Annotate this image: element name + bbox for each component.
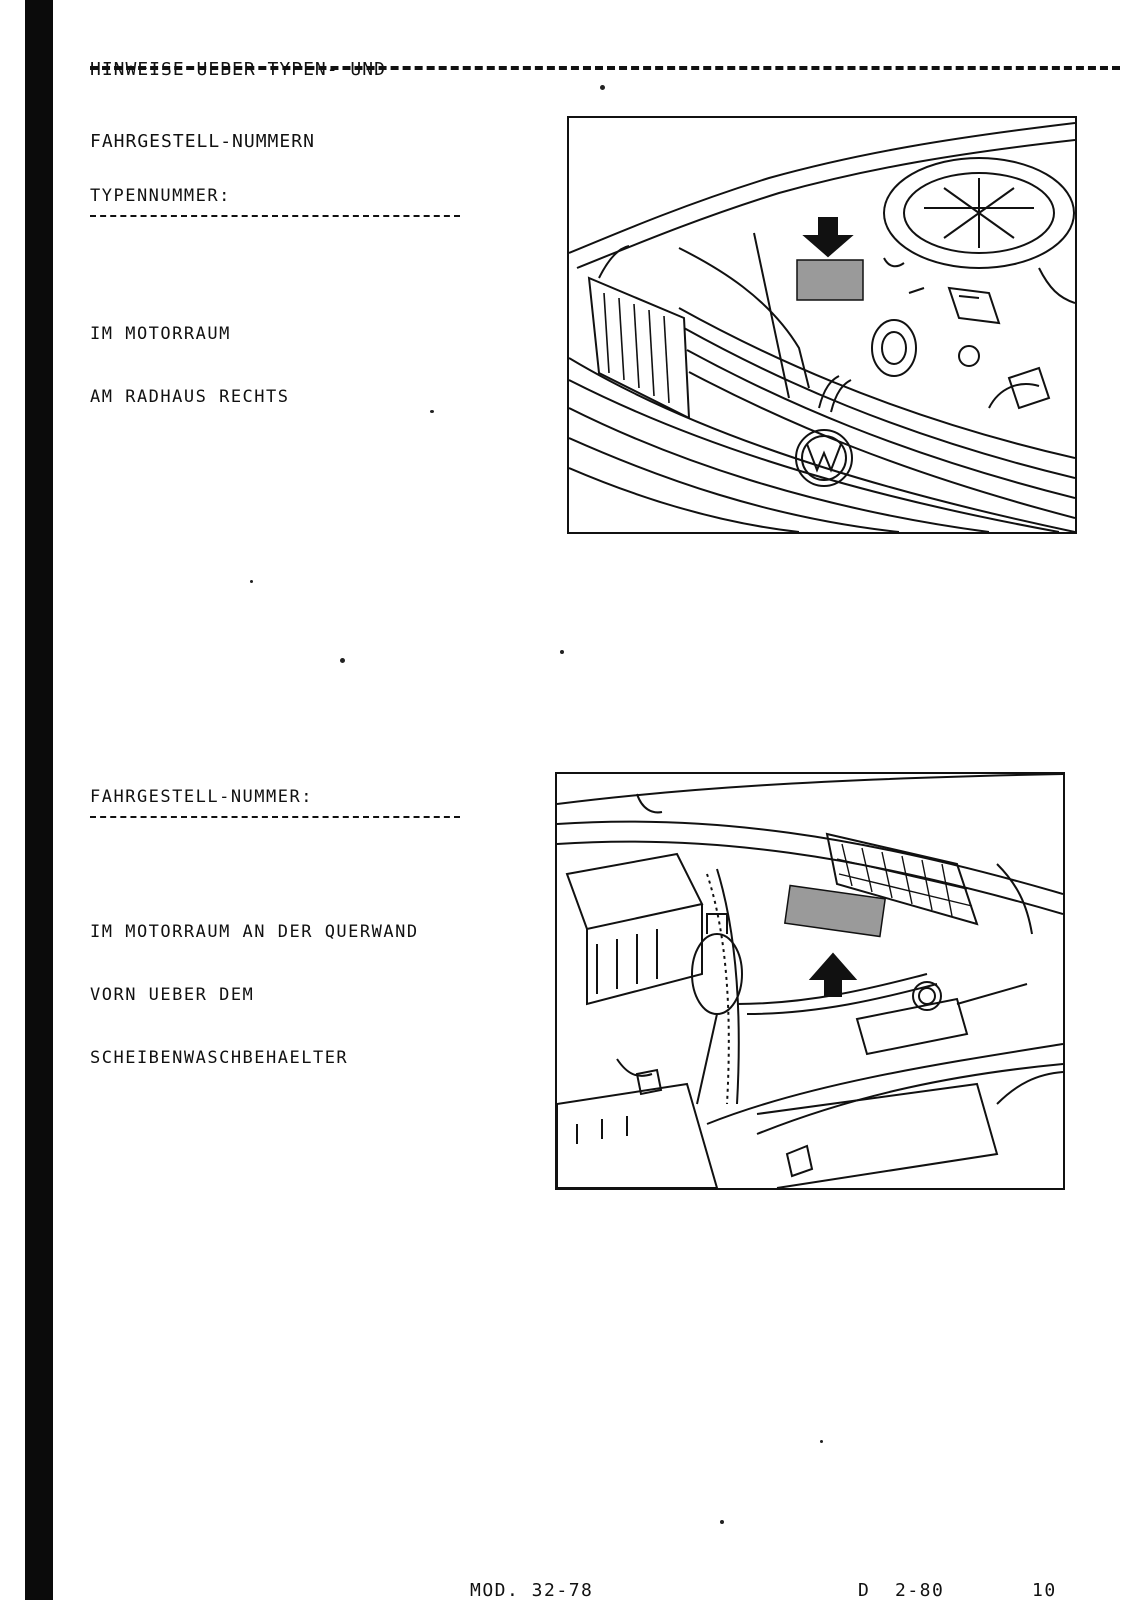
type-number-figure [567, 116, 1077, 534]
scan-speck [720, 1520, 724, 1524]
scan-speck [430, 410, 434, 413]
chassis-number-heading: FAHRGESTELL-NUMMER: [90, 787, 313, 807]
scan-speck [560, 650, 564, 654]
chassis-number-location-line-3: SCHEIBENWASCHBEHAELTER [90, 1048, 349, 1068]
page-header: HINWEISE UEBER TYPEN- UND FAHRGESTELL-NU… [90, 10, 386, 202]
footer-model: MOD. 32-78 [470, 1580, 594, 1600]
header-title-line-2: FAHRGESTELL-NUMMERN [90, 131, 315, 152]
type-number-location: IM MOTORRAUM AM RADHAUS RECHTS [90, 282, 290, 450]
engine-bay-bulkhead-illustration-icon [557, 774, 1063, 1188]
chassis-number-figure [555, 772, 1065, 1190]
type-number-location-line-1: IM MOTORRAUM [90, 324, 231, 344]
type-number-heading: TYPENNUMMER: [90, 186, 231, 206]
scan-speck [820, 1440, 823, 1443]
footer-page-number: 10 [1032, 1580, 1057, 1600]
scan-speck [600, 85, 605, 90]
engine-bay-front-illustration-icon [569, 122, 1075, 532]
type-number-heading-rule [90, 215, 460, 217]
chassis-number-location-line-1: IM MOTORRAUM AN DER QUERWAND [90, 922, 419, 942]
footer-date: D 2-80 [858, 1580, 945, 1600]
header-divider [90, 66, 1120, 70]
chassis-number-location: IM MOTORRAUM AN DER QUERWAND VORN UEBER … [90, 880, 419, 1111]
type-number-location-line-2: AM RADHAUS RECHTS [90, 387, 290, 407]
binding-strip [25, 0, 53, 1600]
chassis-number-location-line-2: VORN UEBER DEM [90, 985, 255, 1005]
chassis-number-heading-rule [90, 816, 460, 818]
scan-speck [250, 580, 253, 583]
header-title-line-1: HINWEISE UEBER TYPEN- UND [90, 59, 386, 80]
scan-speck [340, 658, 345, 663]
